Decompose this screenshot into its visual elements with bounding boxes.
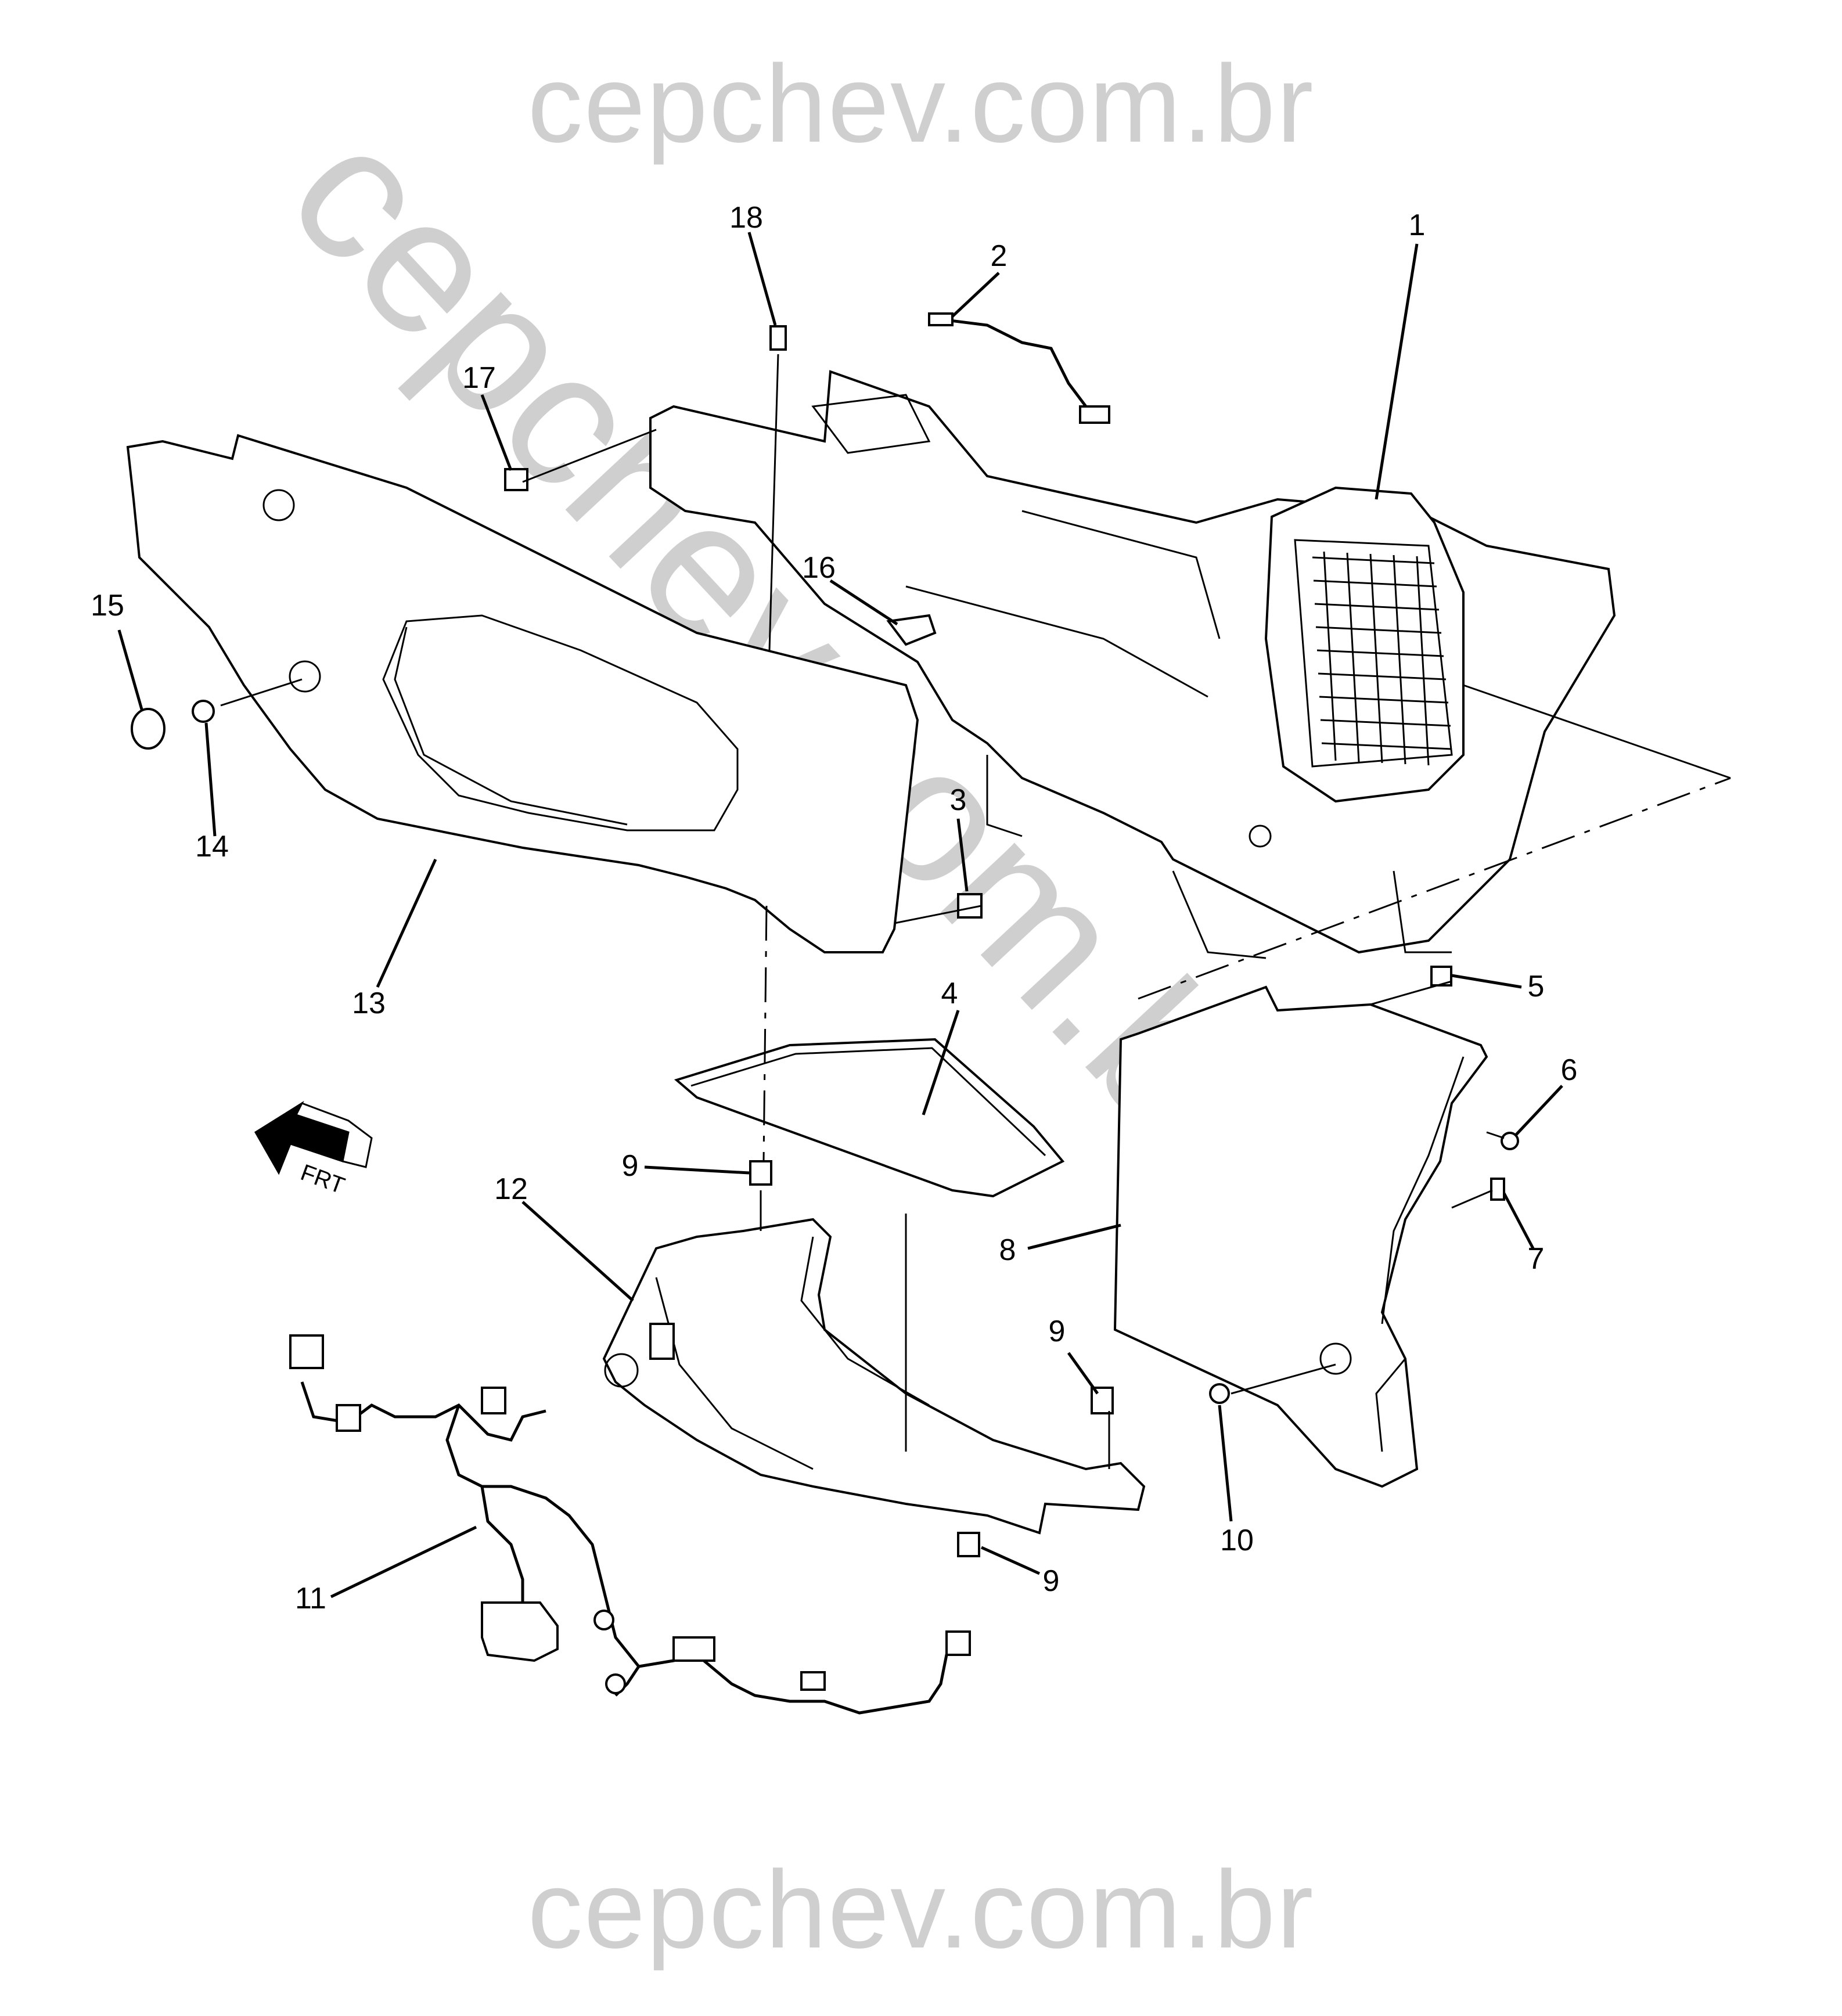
- part-tray-mat: [674, 1038, 1065, 1198]
- callout-5: 5: [1528, 970, 1545, 1003]
- callout-9c: 9: [1043, 1564, 1060, 1598]
- fastener-9c: [957, 1532, 980, 1557]
- callout-11: 11: [295, 1582, 326, 1615]
- front-direction-marker: FRT: [254, 1100, 373, 1199]
- front-arrow-icon: [254, 1100, 350, 1175]
- fastener-18: [769, 325, 787, 351]
- callout-12: 12: [494, 1172, 528, 1206]
- callout-10: 10: [1220, 1524, 1254, 1557]
- watermark-top: cepchev.com.br: [527, 42, 1315, 165]
- callout-6: 6: [1561, 1053, 1578, 1087]
- callout-15: 15: [91, 589, 124, 622]
- fastener-7: [1490, 1178, 1505, 1201]
- fastener-15: [131, 708, 166, 750]
- callout-17: 17: [462, 361, 496, 395]
- front-label: FRT: [297, 1160, 348, 1199]
- callout-13: 13: [352, 987, 386, 1020]
- callout-9b: 9: [1049, 1315, 1066, 1348]
- part-wiring-harness: [289, 1334, 971, 1715]
- fastener-17: [504, 468, 528, 491]
- leader-lines: [117, 232, 1563, 1599]
- callout-4: 4: [941, 977, 958, 1010]
- callout-7: 7: [1528, 1242, 1545, 1276]
- callout-18: 18: [729, 201, 763, 235]
- fastener-14: [192, 700, 215, 723]
- fastener-9a: [749, 1160, 772, 1186]
- part-right-side-panel: [1113, 985, 1488, 1488]
- fastener-10: [1209, 1383, 1230, 1404]
- callout-9a: 9: [622, 1149, 639, 1183]
- part-console-body: [649, 370, 1616, 959]
- part-left-side-panel: [126, 434, 919, 953]
- callout-8: 8: [999, 1233, 1016, 1267]
- callout-2: 2: [991, 239, 1008, 273]
- alignment-lines: [220, 354, 1731, 1469]
- fastener-6: [1501, 1132, 1519, 1150]
- callout-14: 14: [195, 830, 229, 863]
- part-small-harness: [928, 312, 1110, 424]
- watermark-bottom: cepchev.com.br: [527, 1848, 1315, 1971]
- callout-1: 1: [1409, 208, 1426, 242]
- callout-16: 16: [802, 551, 836, 585]
- fastener-16: [886, 614, 937, 646]
- callout-3: 3: [950, 783, 967, 817]
- part-storage-bin: [602, 1218, 1146, 1535]
- callout-labels: 1 2 3 4 5 6 7 8 9 9 9 10 11 12 13 14 15 …: [91, 201, 1577, 1615]
